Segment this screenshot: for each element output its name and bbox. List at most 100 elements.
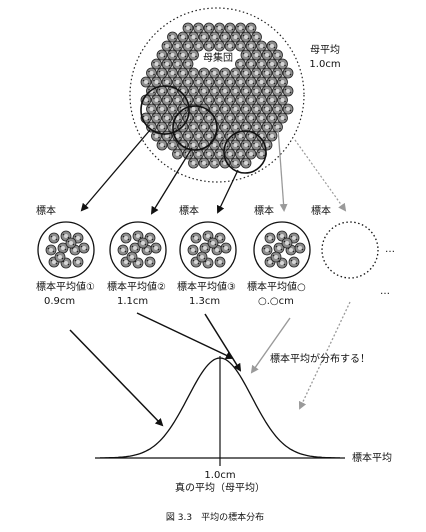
population-bead bbox=[266, 94, 278, 106]
arrow-to-sample-1 bbox=[80, 129, 151, 212]
population-bead bbox=[209, 139, 220, 151]
population-mean-title: 母平均 bbox=[310, 45, 340, 56]
population-bead bbox=[245, 76, 257, 88]
population-bead bbox=[272, 85, 283, 97]
population-bead bbox=[251, 49, 262, 61]
sample-bead bbox=[150, 242, 162, 254]
population-bead bbox=[151, 58, 162, 70]
population-bead bbox=[272, 67, 283, 79]
population-bead bbox=[240, 85, 252, 97]
population-bead bbox=[167, 67, 178, 79]
sample-draw-circle-1 bbox=[140, 85, 190, 135]
population-bead bbox=[172, 58, 183, 70]
population-bead bbox=[161, 112, 173, 124]
population-bead bbox=[230, 157, 241, 169]
center-caption: 真の平均（母平均） bbox=[175, 483, 265, 494]
population-bead bbox=[219, 31, 231, 43]
population-bead bbox=[188, 157, 199, 169]
ellipsis-row-means: … bbox=[380, 286, 390, 297]
arrow-mean-1 bbox=[69, 329, 164, 427]
population-bead bbox=[140, 76, 152, 88]
population-bead bbox=[156, 49, 168, 61]
population-bead bbox=[177, 67, 189, 79]
population-bead bbox=[214, 148, 225, 160]
sample-circle-2 bbox=[109, 221, 167, 279]
population-bead bbox=[161, 94, 173, 106]
sample-circle-3 bbox=[179, 221, 237, 279]
population-bead bbox=[219, 67, 231, 79]
population-bead bbox=[256, 94, 267, 106]
population-bead bbox=[245, 94, 257, 106]
population-bead bbox=[266, 76, 278, 88]
population-bead bbox=[182, 58, 194, 70]
sample-bead bbox=[137, 237, 149, 249]
population-bead bbox=[156, 103, 168, 115]
population-bead bbox=[193, 76, 204, 88]
sample-mean-label-4: 標本平均値○ bbox=[247, 282, 306, 293]
population-bead bbox=[198, 121, 210, 133]
population-bead bbox=[240, 31, 252, 43]
population-bead bbox=[188, 121, 199, 133]
sample-bead bbox=[281, 237, 293, 249]
population-bead bbox=[235, 40, 246, 52]
population-bead bbox=[277, 94, 288, 106]
population-bead bbox=[209, 157, 220, 169]
population-bead bbox=[230, 121, 241, 133]
population-bead bbox=[230, 85, 241, 97]
sample-bead bbox=[45, 244, 57, 256]
arrow-to-sample-2 bbox=[150, 147, 193, 215]
sample-bead bbox=[264, 232, 276, 244]
arrow-mean-5 bbox=[298, 301, 351, 410]
population-bead bbox=[182, 76, 194, 88]
population-bead bbox=[209, 31, 220, 43]
population-bead bbox=[151, 112, 162, 124]
population-bead bbox=[224, 94, 236, 106]
sample-tag-4: 標本 bbox=[254, 206, 274, 217]
sample-bead bbox=[117, 244, 129, 256]
population-bead bbox=[282, 85, 294, 97]
sample-bead bbox=[207, 237, 219, 249]
population-bead bbox=[224, 76, 236, 88]
population-bead bbox=[272, 49, 283, 61]
population-bead bbox=[167, 139, 178, 151]
sample-mean-value-2: 1.1cm bbox=[117, 296, 149, 307]
population-bead bbox=[245, 112, 257, 124]
population-bead bbox=[188, 85, 199, 97]
sample-bead bbox=[294, 242, 306, 254]
population-bead bbox=[240, 103, 252, 115]
population-bead bbox=[251, 103, 262, 115]
population-bead bbox=[235, 112, 246, 124]
population-bead bbox=[156, 139, 168, 151]
population-bead bbox=[198, 85, 210, 97]
population-bead bbox=[251, 139, 262, 151]
population-bead bbox=[272, 121, 283, 133]
sample-bead bbox=[65, 237, 77, 249]
population-bead bbox=[245, 40, 257, 52]
sample-bead bbox=[190, 232, 202, 244]
sample-circle-5 bbox=[321, 221, 379, 279]
population-bead bbox=[235, 58, 246, 70]
population-bead bbox=[251, 85, 262, 97]
population-bead bbox=[182, 130, 194, 142]
sample-bead bbox=[120, 232, 132, 244]
population-bead bbox=[209, 85, 220, 97]
population-bead bbox=[172, 76, 183, 88]
population-bead bbox=[277, 112, 288, 124]
population-bead bbox=[230, 67, 241, 79]
population-bead bbox=[151, 94, 162, 106]
population-bead bbox=[224, 130, 236, 142]
sample-beads bbox=[45, 230, 306, 269]
population-bead bbox=[277, 76, 288, 88]
population-bead bbox=[240, 67, 252, 79]
sample-tag-1: 標本 bbox=[36, 206, 56, 217]
sample-mean-label-1: 標本平均値① bbox=[36, 282, 95, 293]
population-bead bbox=[272, 103, 283, 115]
sample-bead bbox=[72, 256, 84, 268]
population-bead bbox=[224, 22, 236, 34]
population-bead bbox=[266, 40, 278, 52]
population-bead bbox=[198, 67, 210, 79]
population-bead bbox=[151, 76, 162, 88]
population-bead bbox=[188, 139, 199, 151]
population-bead bbox=[240, 139, 252, 151]
